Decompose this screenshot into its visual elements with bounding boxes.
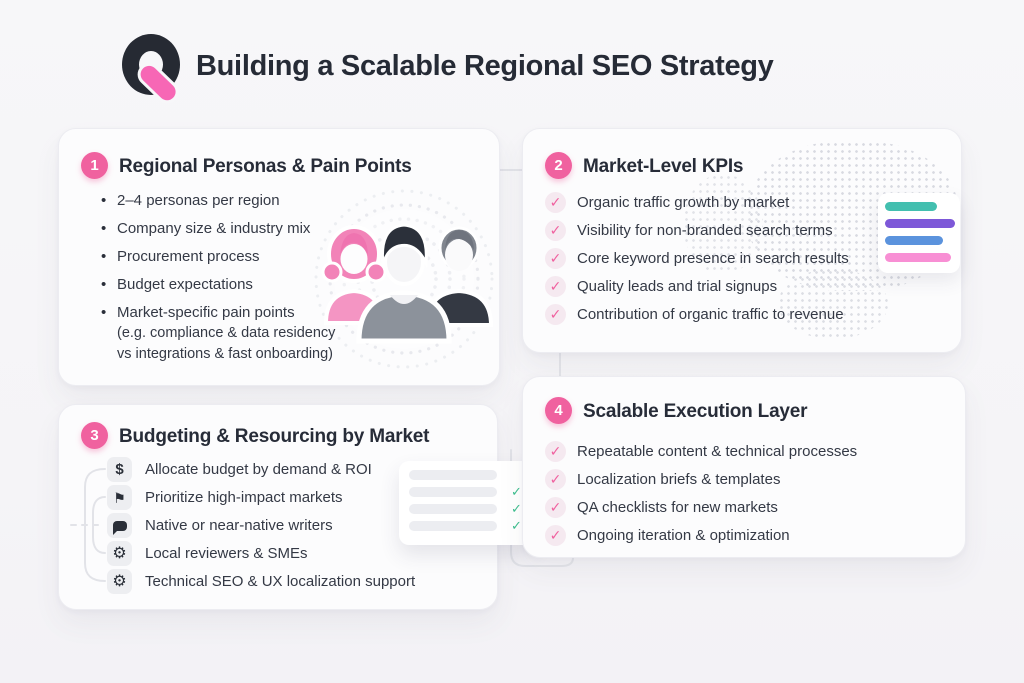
brand-logo (122, 34, 186, 104)
gear-icon: ⚙ (107, 569, 132, 594)
bracket-connector (70, 468, 106, 582)
resource-item: ⚑ Prioritize high-impact markets (107, 485, 343, 510)
card-budgeting-resourcing: 3 Budgeting & Resourcing by Market $ All… (58, 404, 535, 610)
gear-icon: ⚙ (107, 541, 132, 566)
progress-bars-panel: ✓ ✓ ✓ ✓ (399, 461, 535, 545)
check-item: ✓ QA checklists for new markets (545, 497, 857, 518)
kpi-bar-purple (885, 219, 955, 228)
bullet-item: Company size & industry mix (99, 219, 379, 239)
green-check-icon: ✓ (511, 501, 522, 516)
bullet-item: 2–4 personas per region (99, 191, 379, 211)
check-item: ✓ Localization briefs & templates (545, 469, 857, 490)
check-icon: ✓ (545, 469, 566, 490)
connector-card3-card4 (510, 449, 574, 567)
check-item: ✓ Core keyword presence in search result… (545, 248, 849, 269)
flag-icon: ⚑ (107, 485, 132, 510)
step-badge-4: 4 (545, 397, 572, 424)
execution-check-list: ✓ Repeatable content & technical process… (545, 441, 857, 553)
connector-card1-card2 (498, 169, 524, 171)
dollar-icon: $ (107, 457, 132, 482)
card4-title: Scalable Execution Layer (583, 401, 808, 422)
check-icon: ✓ (545, 304, 566, 325)
bullet-item: Market-specific pain points (e.g. compli… (99, 303, 379, 365)
card-regional-personas: 1 Regional Personas & Pain Points (58, 128, 500, 386)
check-item: ✓ Quality leads and trial signups (545, 276, 849, 297)
resource-item: ⚙ Local reviewers & SMEs (107, 541, 308, 566)
check-icon: ✓ (545, 441, 566, 462)
kpi-check-list: ✓ Organic traffic growth by market ✓ Vis… (545, 192, 849, 332)
check-icon: ✓ (545, 525, 566, 546)
card-market-kpis: 2 Market-Level KPIs ✓ Organic traffic gr… (522, 128, 962, 353)
persona-man-center (356, 223, 452, 344)
kpi-bar-teal (885, 202, 937, 211)
progress-row: ✓ (409, 501, 525, 516)
resource-item: Native or near-native writers (107, 513, 333, 538)
bullet-subline: (e.g. compliance & data residency (117, 325, 336, 341)
check-icon: ✓ (545, 192, 566, 213)
check-item: ✓ Contribution of organic traffic to rev… (545, 304, 849, 325)
step-badge-2: 2 (545, 152, 572, 179)
page-title: Building a Scalable Regional SEO Strateg… (196, 50, 774, 82)
bullet-subline: vs integrations & fast onboarding) (117, 346, 334, 362)
card2-title: Market-Level KPIs (583, 156, 744, 177)
step-badge-1: 1 (81, 152, 108, 179)
kpi-bars-panel (878, 193, 960, 273)
progress-row: ✓ (409, 470, 525, 480)
card3-title: Budgeting & Resourcing by Market (119, 426, 430, 447)
resource-item: ⚙ Technical SEO & UX localization suppor… (107, 569, 415, 594)
check-item: ✓ Repeatable content & technical process… (545, 441, 857, 462)
persona-bullet-list: 2–4 personas per region Company size & i… (99, 191, 379, 373)
check-icon: ✓ (545, 248, 566, 269)
check-item: ✓ Ongoing iteration & optimization (545, 525, 857, 546)
step-badge-3: 3 (81, 422, 108, 449)
check-icon: ✓ (545, 276, 566, 297)
green-check-icon: ✓ (511, 484, 522, 499)
world-map-dots (683, 174, 763, 274)
resource-item: $ Allocate budget by demand & ROI (107, 457, 372, 482)
connector-card2-card4 (559, 351, 561, 378)
bullet-item: Procurement process (99, 247, 379, 267)
progress-row: ✓ (409, 484, 525, 499)
progress-row: ✓ (409, 518, 525, 533)
persona-man-right (424, 226, 494, 327)
chat-icon (107, 513, 132, 538)
check-icon: ✓ (545, 497, 566, 518)
card-scalable-execution: 4 Scalable Execution Layer ✓ Repeatable … (522, 376, 966, 558)
check-item: ✓ Organic traffic growth by market (545, 192, 849, 213)
check-item: ✓ Visibility for non-branded search term… (545, 220, 849, 241)
kpi-bar-blue (885, 236, 943, 245)
check-icon: ✓ (545, 220, 566, 241)
kpi-bar-pink (885, 253, 951, 262)
world-map-dots (778, 269, 888, 339)
bullet-item: Budget expectations (99, 275, 379, 295)
card1-title: Regional Personas & Pain Points (119, 156, 412, 177)
green-check-icon: ✓ (511, 518, 522, 533)
